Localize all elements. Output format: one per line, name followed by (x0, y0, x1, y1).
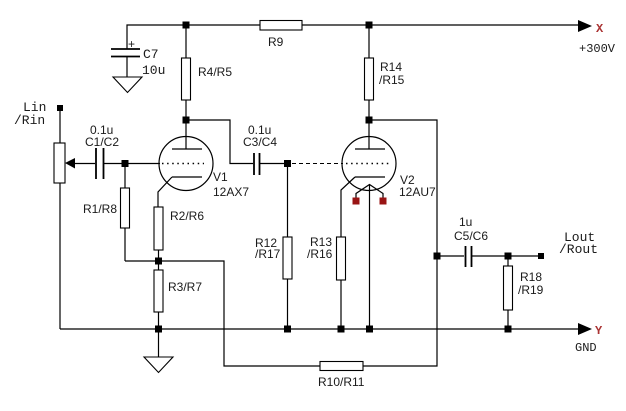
resistor-r3r7: R3/R7 (153, 261, 202, 329)
capacitor-plates (95, 148, 105, 179)
resistor-r13r16: R13 /R16 (307, 235, 347, 329)
resistor-label: R9 (268, 35, 284, 49)
resistor-label: R1/R8 (83, 202, 117, 216)
ground-name-label: GND (575, 341, 597, 355)
resistor-body (282, 236, 293, 280)
ground-bus: Y GND (60, 323, 603, 374)
cathode-lead (157, 176, 173, 207)
resistor-body (363, 57, 375, 101)
ground-marker-label: Y (595, 324, 603, 338)
supply-marker-label: X (596, 22, 604, 36)
terminal-square (538, 253, 544, 259)
heater-pin (379, 197, 387, 205)
resistor-body (335, 236, 347, 281)
feedback-path: R10/R11 (158, 119, 438, 389)
junction-dot (337, 325, 345, 333)
tube-designator: V2 (400, 173, 415, 187)
output-label-line2: /Rout (559, 242, 598, 257)
volume-pot (53, 111, 95, 329)
heater-filament (355, 183, 384, 198)
capacitor-value: 0.1u (90, 123, 113, 137)
capacitor-c5c6: 1u C5/C6 (433, 215, 538, 267)
capacitor-c1c2: 0.1u C1/C2 (85, 123, 160, 179)
junction-dot (284, 325, 291, 333)
capacitor-name: C7 (143, 47, 159, 62)
resistor-r14r15: R14 /R15 (363, 25, 405, 124)
capacitor-polarity: + (128, 37, 135, 51)
capacitor-plates (464, 246, 473, 267)
supply-arrow-icon (578, 20, 592, 32)
input-terminal: Lin /Rin (14, 100, 63, 128)
wire (124, 167, 159, 262)
wire (363, 119, 438, 367)
junction-dot (284, 160, 291, 167)
pot-body (53, 142, 66, 184)
resistor-body (119, 187, 131, 229)
junction-dot (121, 160, 129, 167)
terminal-square (57, 105, 63, 111)
resistor-label-line2: /R16 (307, 247, 333, 261)
tube-type: 12AU7 (399, 185, 436, 199)
resistor-label: R4/R5 (198, 65, 232, 79)
resistor-r18r19: R18 /R19 (502, 256, 544, 329)
input-label-line2: /Rin (14, 113, 45, 128)
resistor-r4r5: R4/R5 (180, 25, 232, 124)
resistor-r2r6: R2/R6 (153, 206, 204, 265)
resistor-label-line2: /R19 (518, 283, 544, 297)
capacitor-value: 1u (459, 215, 472, 229)
resistor-body (153, 206, 164, 251)
input-label-line1: Lin (23, 100, 46, 115)
tube-v2: V2 12AU7 (340, 120, 436, 329)
capacitor-value: 0.1u (248, 123, 271, 137)
output-terminal: Lout /Rout (538, 230, 598, 259)
resistor-r1r8: R1/R8 (83, 167, 159, 262)
junction-dot (366, 325, 373, 333)
ground-symbol (111, 76, 144, 94)
output-label-line1: Lout (564, 230, 595, 245)
heater-pin (352, 197, 360, 205)
supply-voltage-label: +300V (579, 42, 616, 56)
resistor-label-line1: R12 (255, 236, 277, 250)
resistor-label-line1: R13 (310, 235, 332, 249)
capacitor-value: 10u (142, 63, 165, 78)
resistor-body (259, 19, 303, 31)
resistor-label-line2: /R15 (379, 73, 405, 87)
wire-top-rail (126, 24, 578, 49)
resistor-label: R2/R6 (170, 209, 204, 223)
resistor-label-line2: /R17 (255, 247, 281, 261)
resistor-label-line1: R14 (380, 60, 402, 74)
capacitor-c7: + C7 10u (111, 37, 165, 94)
junction-dot (155, 325, 162, 333)
capacitor-name: C3/C4 (243, 135, 277, 149)
resistor-label: R10/R11 (318, 375, 365, 389)
cathode-lead (340, 176, 356, 237)
wire (186, 119, 253, 165)
tube-v1: V1 12AX7 (157, 120, 249, 207)
tube-type: 12AX7 (213, 185, 249, 199)
resistor-r10r11: R10/R11 (318, 360, 365, 389)
pot-wiper-arrow-icon (65, 158, 75, 169)
b-plus-rail: X +300V (126, 20, 616, 56)
ground-symbol (142, 356, 175, 374)
capacitor-name: C1/C2 (85, 135, 119, 149)
capacitor-plates (253, 153, 261, 175)
resistor-body (319, 360, 364, 372)
ground-arrow-icon (578, 323, 592, 335)
capacitor-c3c4: 0.1u C3/C4 (186, 119, 343, 175)
capacitor-plates (111, 48, 140, 58)
resistor-r12r17: R12 /R17 (255, 167, 293, 329)
resistor-body (180, 57, 192, 101)
resistor-body (502, 265, 514, 311)
junction-dot (504, 325, 512, 333)
resistor-label: R3/R7 (168, 280, 202, 294)
resistor-label-line1: R18 (520, 270, 542, 284)
resistor-r9: R9 (259, 19, 303, 49)
tube-designator: V1 (213, 170, 228, 184)
wire (158, 260, 320, 367)
capacitor-name: C5/C6 (454, 229, 488, 243)
junction-dot (433, 252, 441, 260)
resistor-body (153, 269, 164, 313)
